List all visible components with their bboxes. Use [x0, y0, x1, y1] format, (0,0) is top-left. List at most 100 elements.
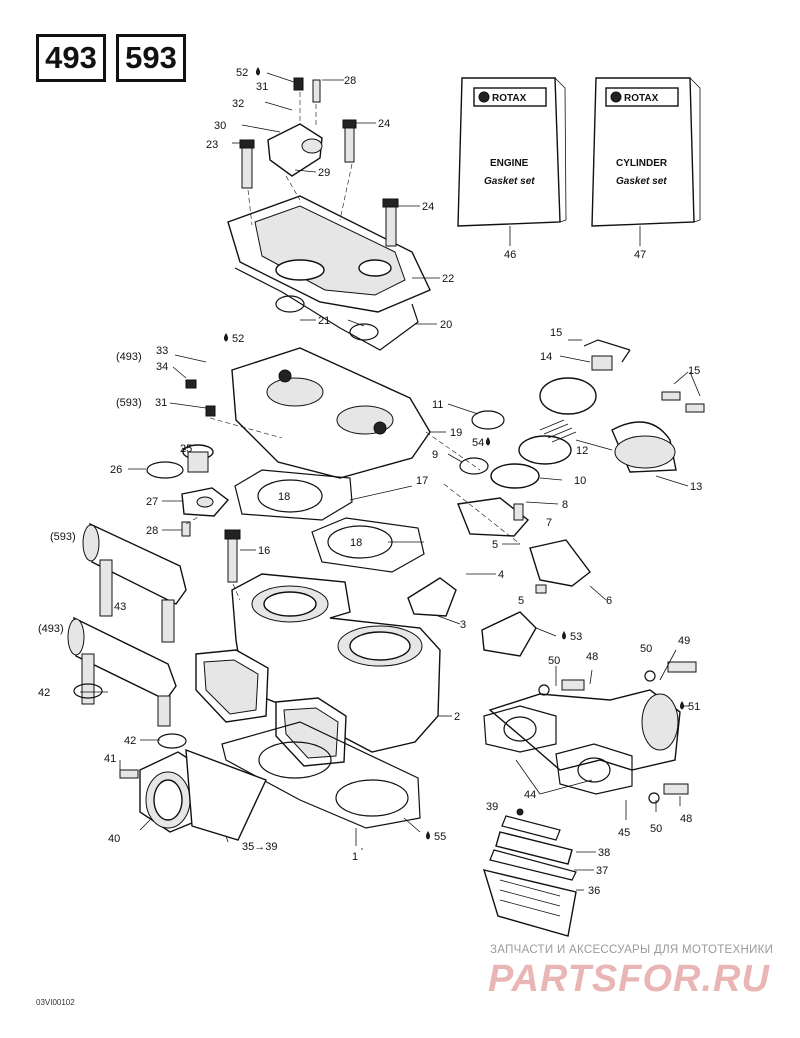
- callout-24a: 24: [378, 118, 390, 130]
- callout-52a: 52: [236, 67, 248, 79]
- model-label-593: 593: [116, 34, 186, 82]
- callout-25: 25: [180, 443, 192, 455]
- cylinder-head-cover: [227, 195, 431, 313]
- callout-37: 37: [596, 865, 608, 877]
- callout-21: 21: [318, 315, 330, 327]
- callout-42a: 42: [38, 687, 50, 699]
- doc-line2-cylinder: Gasket set: [616, 176, 667, 187]
- callout-5a: 5: [492, 539, 498, 551]
- exhaust-valve-assembly: [407, 339, 705, 657]
- callout-15b: 15: [688, 365, 700, 377]
- cylinder-gasket-set-document: ROTAX CYLINDER Gasket set: [591, 77, 701, 227]
- callout-35-39: 35→39: [242, 841, 277, 853]
- watermark-subtitle: ЗАПЧАСТИ И АКСЕССУАРЫ ДЛЯ МОТОТЕХНИКИ: [490, 944, 774, 956]
- callout-41: 41: [104, 753, 116, 765]
- callout-49: 49: [678, 635, 690, 647]
- carburetor-adaptor: [119, 748, 267, 841]
- doc-brand-cylinder: ROTAX: [624, 93, 659, 104]
- callout-39: 39: [486, 801, 498, 813]
- assembly-center-lines: [185, 92, 521, 601]
- callout-46: 46: [504, 249, 516, 261]
- callout-4: 4: [498, 569, 504, 581]
- callout-5b: 5: [518, 595, 524, 607]
- model-label-493: 493: [36, 34, 106, 82]
- callout-23: 23: [206, 139, 218, 151]
- doc-brand-engine: ROTAX: [492, 93, 527, 104]
- callout-27: 27: [146, 496, 158, 508]
- cylinder-head: [185, 347, 431, 479]
- callout-28b: 28: [146, 525, 158, 537]
- callout-31b: 31: [155, 397, 167, 409]
- variant-493-upper: (493): [116, 351, 142, 363]
- callout-42b: 42: [124, 735, 136, 747]
- callout-labels: 52 31 28 32 24 30 23 29 24 22 21 20 15 1…: [38, 67, 702, 897]
- head-cover-gasket: [234, 267, 419, 351]
- callout-50c: 50: [640, 643, 652, 655]
- drawing-code: 03VI00102: [36, 998, 75, 1007]
- callout-19: 19: [450, 427, 462, 439]
- callout-51: 51: [688, 701, 700, 713]
- callout-7: 7: [546, 517, 552, 529]
- callout-17: 17: [416, 475, 428, 487]
- callout-32: 32: [232, 98, 244, 110]
- variant-593-lower: (593): [50, 531, 76, 543]
- variant-493-lower: (493): [38, 623, 64, 635]
- head-gasket-front: [234, 469, 353, 521]
- head-gasket-rear: [311, 517, 425, 573]
- doc-line1-engine: ENGINE: [490, 158, 529, 169]
- callout-18a: 18: [278, 491, 290, 503]
- callout-22: 22: [442, 273, 454, 285]
- callout-50b: 50: [650, 823, 662, 835]
- callout-36: 36: [588, 885, 600, 897]
- callout-28a: 28: [344, 75, 356, 87]
- doc-line2-engine: Gasket set: [484, 176, 535, 187]
- callout-11: 11: [432, 399, 443, 411]
- callout-14: 14: [540, 351, 552, 363]
- callout-52b: 52: [232, 333, 244, 345]
- callout-53: 53: [570, 631, 582, 643]
- callout-6: 6: [606, 595, 612, 607]
- callout-2: 2: [454, 711, 460, 723]
- leader-lines: [80, 72, 701, 891]
- callout-45: 45: [618, 827, 630, 839]
- watermark-brand: PARTSFOR.RU: [488, 958, 770, 1000]
- callout-9: 9: [432, 449, 438, 461]
- callout-48b: 48: [680, 813, 692, 825]
- callout-50a: 50: [548, 655, 560, 667]
- callout-38: 38: [598, 847, 610, 859]
- intake-manifold-593: [82, 522, 187, 643]
- base-gasket: [221, 721, 421, 829]
- water-outlet-assembly: [239, 77, 357, 189]
- callout-16: 16: [258, 545, 270, 557]
- callout-3: 3: [460, 619, 466, 631]
- callout-1: 1: [352, 851, 358, 863]
- thermostat-assembly: [146, 444, 230, 537]
- callout-54: 54: [472, 437, 484, 449]
- callout-24b: 24: [422, 201, 434, 213]
- callout-29: 29: [318, 167, 330, 179]
- engine-gasket-set-document: ROTAX ENGINE Gasket set: [457, 77, 567, 227]
- callout-48a: 48: [586, 651, 598, 663]
- callout-20: 20: [440, 319, 452, 331]
- callout-34: 34: [156, 361, 168, 373]
- callout-30: 30: [214, 120, 226, 132]
- callout-10: 10: [574, 475, 586, 487]
- cylinder-block: [231, 573, 441, 753]
- exhaust-manifold-assembly: [483, 661, 697, 804]
- callout-55: 55: [434, 831, 446, 843]
- callout-12: 12: [576, 445, 588, 457]
- callout-18b: 18: [350, 537, 362, 549]
- callout-33: 33: [156, 345, 168, 357]
- callout-47: 47: [634, 249, 646, 261]
- variant-593-upper: (593): [116, 397, 142, 409]
- callout-15a: 15: [550, 327, 562, 339]
- callout-43: 43: [114, 601, 126, 613]
- callout-8: 8: [562, 499, 568, 511]
- callout-31a: 31: [256, 81, 268, 93]
- callout-44: 44: [524, 789, 536, 801]
- callout-13: 13: [690, 481, 702, 493]
- callout-26: 26: [110, 464, 122, 476]
- lubricant-drop-icons: [224, 67, 684, 840]
- reed-valve-block: [482, 808, 577, 937]
